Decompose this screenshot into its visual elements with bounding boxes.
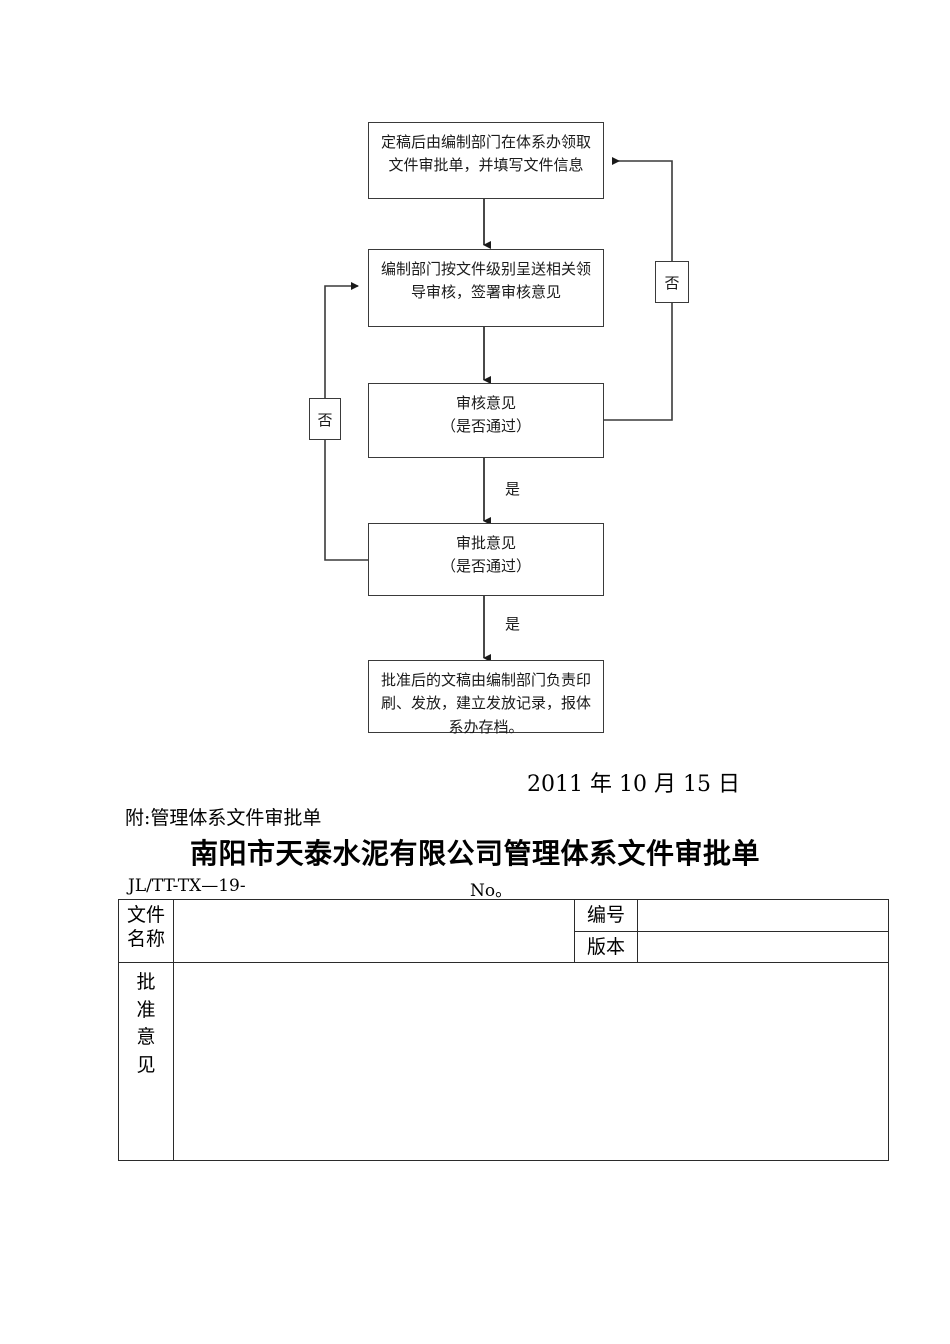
table-row: 批 准 意 见 [118,962,889,1162]
cell-document-name-value[interactable] [173,898,575,964]
label-char: 准 [136,998,156,1021]
flowchart-connectors [324,157,673,662]
flow-node-line: 文件审批单，并填写文件信息 [388,156,584,175]
flow-label-yes-approval: 是 [505,615,521,633]
flow-node-line: 定稿后由编制部门在体系办领取 [380,133,591,151]
process-flowchart: 定稿后由编制部门在体系办领取 文件审批单，并填写文件信息 编制部门按文件级别呈送… [309,122,689,736]
flow-node-line: 审核意见 [455,394,516,412]
cell-approval-opinion-value[interactable] [173,962,889,1162]
document-approval-table: 文件 名称 编号 版本 批 准 意 见 [118,898,889,1162]
flow-label-box-no-right: 否 [655,261,689,303]
label-line: 名称 [126,928,165,951]
flow-node-line: 审批意见 [455,534,516,552]
flow-node-print-distribute-archive: 批准后的文稿由编制部门负责印 刷、发放，建立发放记录，报体 系办存档。 [368,660,604,736]
cell-number-value[interactable] [637,899,889,932]
form-number-label: No。 [470,881,513,901]
form-title: 南阳市天泰水泥有限公司管理体系文件审批单 [189,837,760,870]
flow-label-box-no-left: 否 [309,398,341,440]
flow-node-line: 编制部门按文件级别呈送相关领 [380,260,591,278]
label-char: 意 [136,1026,156,1049]
cell-version-label: 版本 [574,930,638,964]
table-row: 版本 [119,930,889,964]
flow-node-line: 批准后的文稿由编制部门负责印 [380,671,591,689]
flow-node-line: 导审核，签署审核意见 [410,283,561,302]
flow-node-approval-decision: 审批意见 （是否通过） [368,523,604,596]
cell-number-label: 编号 [574,899,638,932]
flow-node-line: 刷、发放，建立发放记录，报体 [380,694,591,713]
flow-label-text: 否 [317,410,333,429]
flow-node-line: （是否通过） [440,557,531,576]
flow-label-yes-review: 是 [505,480,521,498]
attachment-note: 附:管理体系文件审批单 [125,807,322,829]
cell-version-value[interactable] [637,930,889,964]
flow-label-text: 否 [664,273,680,292]
label-line: 文件 [126,904,165,926]
flow-node-review-decision: 审核意见 （是否通过） [368,383,604,458]
flow-node-submit-review: 编制部门按文件级别呈送相关领 导审核，签署审核意见 [368,249,604,327]
label-char: 见 [136,1054,156,1077]
flow-node-line: 系办存档。 [448,717,524,736]
form-code: JL/TT-TX—19- [128,876,246,896]
cell-approval-opinion-label: 批 准 意 见 [118,962,174,1162]
table-row: 文件 名称 编号 [118,898,889,964]
flow-node-line: （是否通过） [440,417,531,436]
cell-document-name-label: 文件 名称 [118,898,174,964]
document-date: 2011 年 10 月 15 日 [527,772,740,797]
flow-node-draft-pickup: 定稿后由编制部门在体系办领取 文件审批单，并填写文件信息 [368,122,604,199]
label-char: 批 [136,971,156,994]
